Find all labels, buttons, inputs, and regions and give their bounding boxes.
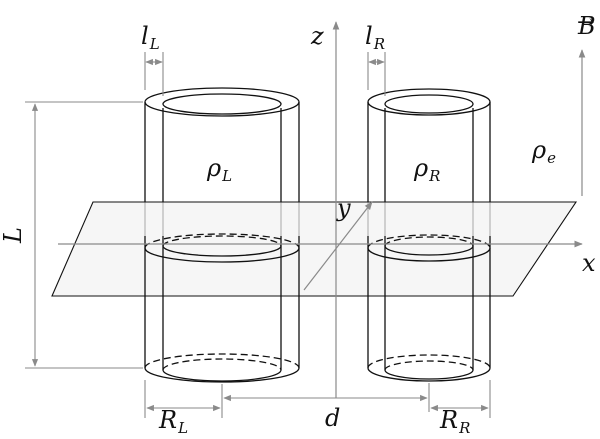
- label-length: L: [0, 227, 27, 244]
- left-bottom-inner-back: [162, 358, 282, 371]
- left-mid-outer-front: [144, 247, 300, 263]
- dimension-lines: [25, 52, 491, 418]
- label-l-left: lL: [141, 22, 160, 53]
- left-bottom-outer-front: [144, 367, 300, 383]
- left-mid-outer-back: [144, 233, 300, 249]
- right-mid-inner-front: [384, 245, 474, 256]
- label-rho-right: ρR: [413, 154, 440, 185]
- label-distance: d: [325, 404, 340, 432]
- xy-plane: [51, 201, 578, 297]
- left-bottom-inner-front: [162, 369, 282, 382]
- y-axis-line: [303, 201, 373, 291]
- label-rho-left: ρL: [206, 154, 232, 185]
- right-mid-inner-back: [384, 236, 474, 247]
- label-field-arrow: →: [577, 10, 595, 34]
- right-inner-top-rim: [384, 94, 474, 114]
- right-bottom-inner-back: [384, 360, 474, 371]
- right-bottom-outer-front: [367, 367, 491, 382]
- label-radius-left: RL: [158, 406, 188, 437]
- left-mid-inner-back: [162, 235, 282, 247]
- left-outer-top-rim: [144, 87, 300, 117]
- left-mid-inner-front: [162, 245, 282, 257]
- label-radius-right: RR: [439, 406, 470, 437]
- right-bottom-inner-front: [384, 369, 474, 380]
- label-l-right: lR: [365, 22, 385, 53]
- right-mid-outer-front: [367, 247, 491, 262]
- left-cylinder-bottom: [144, 233, 300, 383]
- label-axis-y: y: [336, 194, 351, 222]
- label-field: B: [577, 12, 596, 40]
- left-inner-top-rim: [162, 93, 282, 115]
- coordinate-axes: [58, 21, 583, 398]
- right-cylinder-bottom: [367, 234, 491, 382]
- label-axis-z: z: [310, 22, 324, 50]
- label-axis-x: x: [582, 249, 596, 277]
- label-rho-e: ρe: [531, 136, 556, 167]
- left-bottom-outer-back: [144, 353, 300, 369]
